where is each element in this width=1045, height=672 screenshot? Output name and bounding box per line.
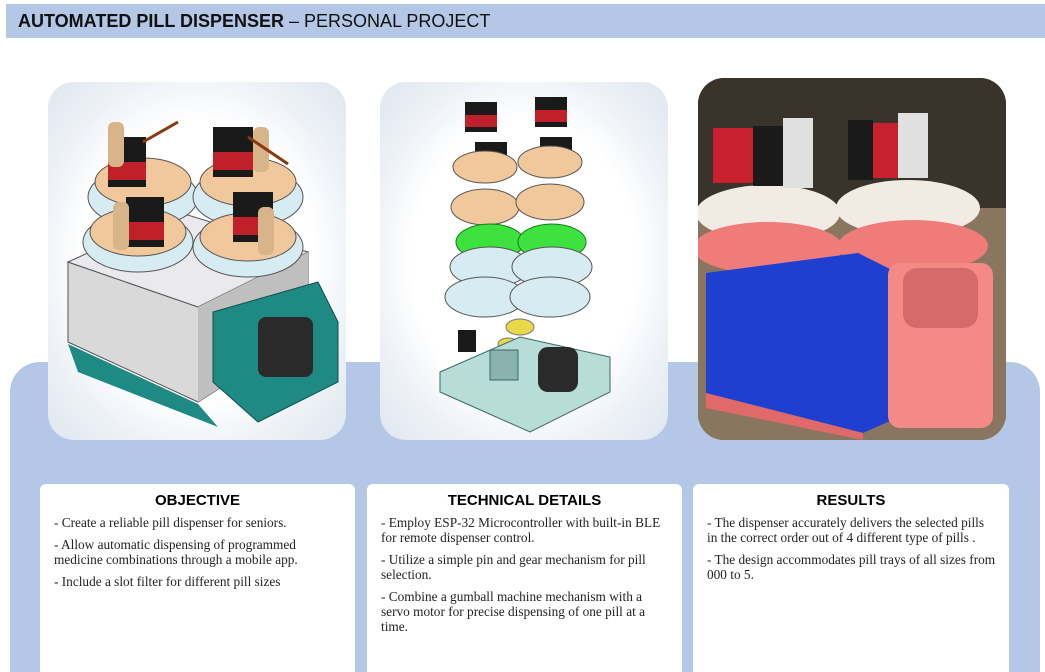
page-title: AUTOMATED PILL DISPENSER – PERSONAL PROJ… — [18, 11, 490, 31]
list-item: - Include a slot filter for different pi… — [54, 574, 281, 589]
results-heading: RESULTS — [816, 492, 886, 509]
objective-heading: OBJECTIVE — [154, 492, 241, 509]
objective-card: OBJECTIVE - Create a reliable pill dispe… — [40, 484, 355, 672]
page-title-bold: AUTOMATED PILL DISPENSER — [18, 11, 285, 31]
list-item: - Employ ESP-32 Microcontroller with bui… — [381, 515, 661, 545]
page-title-rest: – PERSONAL PROJECT — [284, 11, 491, 31]
cad-assembled-render-image — [48, 82, 346, 440]
cad-exploded-view-image — [380, 82, 668, 440]
list-item: - Combine a gumball machine mechanism wi… — [381, 589, 646, 634]
list-item: - Utilize a simple pin and gear mechanis… — [381, 552, 646, 582]
list-item: - The design accommodates pill trays of … — [707, 552, 996, 582]
title-bar: AUTOMATED PILL DISPENSER – PERSONAL PROJ… — [6, 4, 1045, 38]
objective-list: - Create a reliable pill dispenser for s… — [40, 515, 355, 589]
technical-details-heading: TECHNICAL DETAILS — [447, 492, 602, 509]
printed-prototype-photo — [698, 78, 1006, 440]
list-item: - The dispenser accurately delivers the … — [707, 515, 985, 545]
results-card: RESULTS - The dispenser accurately deliv… — [693, 484, 1009, 672]
technical-details-list: - Employ ESP-32 Microcontroller with bui… — [367, 515, 682, 634]
technical-details-card: TECHNICAL DETAILS - Employ ESP-32 Microc… — [367, 484, 682, 672]
list-item: - Allow automatic dispensing of programm… — [54, 537, 298, 567]
results-list: - The dispenser accurately delivers the … — [693, 515, 1009, 582]
list-item: - Create a reliable pill dispenser for s… — [54, 515, 287, 530]
